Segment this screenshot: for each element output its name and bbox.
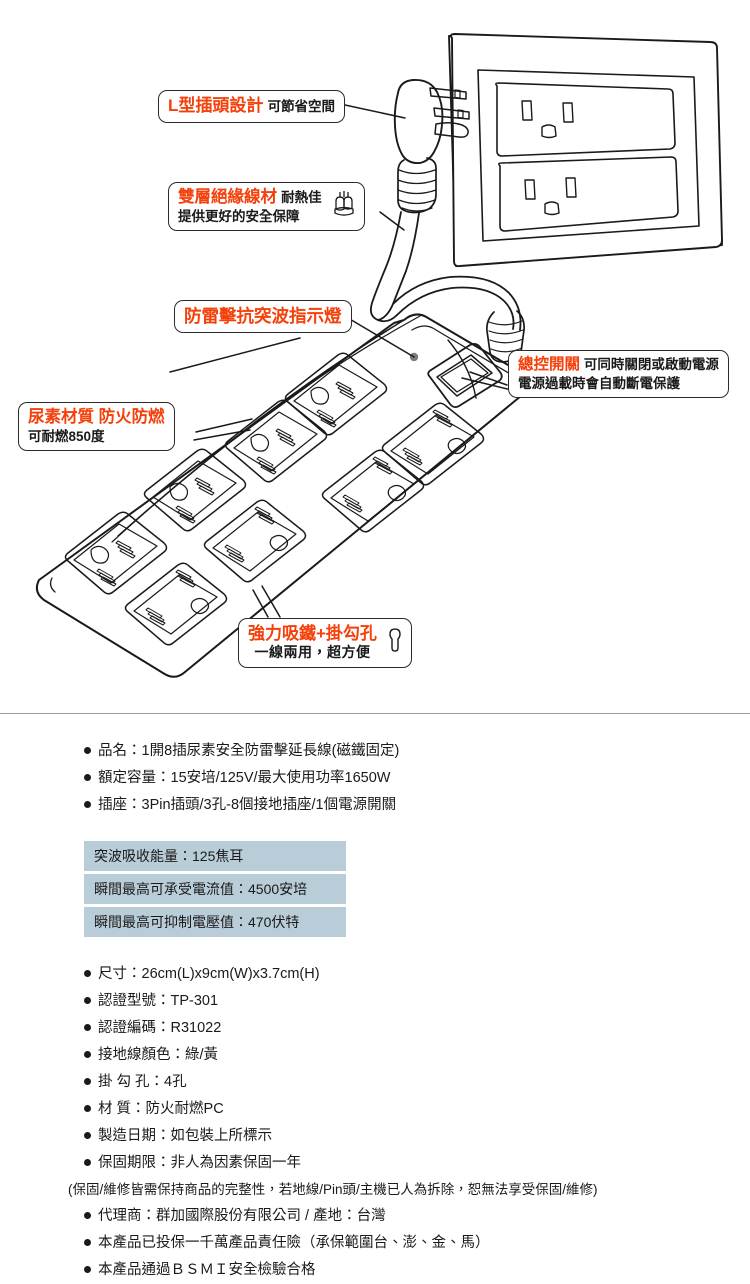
bullet-icon [84, 747, 91, 754]
wall-receptacle-bottom [498, 156, 679, 232]
list-item: 本產品通過ＢＳＭＩ安全檢驗合格 [84, 1257, 750, 1284]
outlet-socket [321, 449, 425, 533]
power-strip-line-drawing [35, 33, 723, 678]
table-row: 瞬間最高可抑制電壓值：470伏特 [84, 907, 346, 937]
callout-insulation-accent: 雙層絕緣線材 [178, 188, 277, 206]
outlet-socket [203, 499, 307, 583]
list-item: 插座：3Pin插頭/3孔-8個接地插座/1個電源開關 [84, 792, 750, 819]
bullet-icon [84, 1239, 91, 1246]
bullet-icon [84, 801, 91, 808]
bullet-icon [84, 1024, 91, 1031]
callout-l-plug-plain: 可節省空間 [267, 99, 336, 114]
outlet-group-upper [224, 352, 485, 533]
spec-text: 接地線顏色：綠/黃 [98, 1047, 219, 1063]
callout-magnet-hook: 強力吸鐵+掛勾孔 一線兩用，超方便 [238, 618, 412, 669]
callout-material: 尿素材質 防火防燃 可耐燃850度 [18, 402, 175, 451]
specification-panel: 品名：1開8插尿素安全防雷擊延長線(磁鐵固定) 額定容量：15安培/125V/最… [0, 714, 750, 1284]
spec-text: 材 質：防火耐燃PC [98, 1101, 224, 1117]
bullet-icon [84, 997, 91, 1004]
power-cable [369, 211, 525, 363]
footer-spec-list: 代理商：群加國際股份有限公司 / 產地：台灣 本產品已投保一千萬產品責任險（承保… [0, 1203, 750, 1284]
spec-text: 額定容量：15安培/125V/最大使用功率1650W [98, 770, 391, 786]
outlet-socket [284, 352, 388, 436]
bullet-icon [84, 1051, 91, 1058]
list-item: 品名：1開8插尿素安全防雷擊延長線(磁鐵固定) [84, 738, 750, 765]
callout-master-switch: 總控開關 可同時關閉或啟動電源 電源過載時會自動斷電保護 [508, 350, 729, 398]
spec-text: 掛 勾 孔：4孔 [98, 1074, 187, 1090]
spec-text: 代理商：群加國際股份有限公司 / 產地：台灣 [98, 1208, 386, 1224]
list-item: 材 質：防火耐燃PC [84, 1096, 750, 1123]
bullet-icon [84, 774, 91, 781]
detail-spec-list: 尺寸：26cm(L)x9cm(W)x3.7cm(H) 認證型號：TP-301 認… [0, 961, 750, 1177]
wall-outlet-plate [448, 33, 723, 268]
callout-insulation-plain: 耐熱佳 [281, 190, 322, 205]
callout-magnet-plain: 一線兩用，超方便 [254, 644, 371, 661]
list-item: 認證型號：TP-301 [84, 988, 750, 1015]
list-item: 製造日期：如包裝上所標示 [84, 1123, 750, 1150]
list-item: 保固期限：非人為因素保固一年 [84, 1150, 750, 1177]
table-row: 瞬間最高可承受電流值：4500安培 [84, 874, 346, 904]
power-strip-body [35, 313, 530, 678]
callout-material-plain: 可耐燃850度 [28, 428, 105, 444]
callout-master-switch-plain: 可同時關閉或啟動電源 [583, 357, 719, 372]
spec-text: 尺寸：26cm(L)x9cm(W)x3.7cm(H) [98, 966, 320, 982]
callout-l-plug: L型插頭設計 可節省空間 [158, 90, 346, 123]
list-item: 接地線顏色：綠/黃 [84, 1042, 750, 1069]
bullet-icon [84, 1132, 91, 1139]
list-item: 代理商：群加國際股份有限公司 / 產地：台灣 [84, 1203, 750, 1230]
callout-master-switch-accent: 總控開關 [518, 356, 581, 373]
cable-cross-section-icon [331, 188, 357, 224]
outlet-socket [224, 399, 328, 483]
callout-surge-indicator: 防雷擊抗突波指示燈 [174, 300, 352, 334]
callout-surge-accent: 防雷擊抗突波指示燈 [184, 306, 342, 326]
bullet-icon [84, 970, 91, 977]
outlet-group-lower [64, 448, 307, 646]
bullet-icon [84, 1266, 91, 1273]
bullet-icon [84, 1105, 91, 1112]
list-item: 尺寸：26cm(L)x9cm(W)x3.7cm(H) [84, 961, 750, 988]
spec-text: 本產品通過ＢＳＭＩ安全檢驗合格 [98, 1262, 316, 1278]
primary-spec-list: 品名：1開8插尿素安全防雷擊延長線(磁鐵固定) 額定容量：15安培/125V/最… [0, 738, 750, 819]
spec-text: 插座：3Pin插頭/3孔-8個接地插座/1個電源開關 [98, 797, 397, 813]
callout-l-plug-accent: L型插頭設計 [168, 96, 264, 115]
bullet-icon [84, 1078, 91, 1085]
callout-insulation-line2: 提供更好的安全保障 [178, 208, 300, 224]
bullet-icon [84, 1159, 91, 1166]
spec-text: 製造日期：如包裝上所標示 [98, 1128, 272, 1144]
outlet-socket [143, 448, 247, 532]
keyhole-icon [386, 625, 404, 661]
list-item: 認證編碼：R31022 [84, 1015, 750, 1042]
callout-material-accent: 尿素材質 防火防燃 [28, 408, 165, 426]
outlet-socket [381, 402, 485, 486]
spec-text: 品名：1開8插尿素安全防雷擊延長線(磁鐵固定) [98, 743, 400, 759]
bullet-icon [84, 1212, 91, 1219]
table-row: 突波吸收能量：125焦耳 [84, 841, 346, 871]
callout-insulation: 雙層絕緣線材 耐熱佳 提供更好的安全保障 [168, 182, 365, 231]
callout-magnet-accent: 強力吸鐵+掛勾孔 [248, 624, 377, 643]
spec-text: 認證編碼：R31022 [98, 1020, 222, 1036]
callout-master-switch-line2: 電源過載時會自動斷電保護 [518, 375, 680, 391]
outlet-socket [124, 562, 228, 646]
master-switch[interactable] [427, 342, 503, 409]
section-divider [0, 713, 750, 714]
l-shaped-plug [393, 79, 470, 214]
list-item: 掛 勾 孔：4孔 [84, 1069, 750, 1096]
surge-protection-table: 突波吸收能量：125焦耳 瞬間最高可承受電流值：4500安培 瞬間最高可抑制電壓… [84, 841, 346, 937]
list-item: 額定容量：15安培/125V/最大使用功率1650W [84, 765, 750, 792]
spec-text: 認證型號：TP-301 [98, 993, 219, 1009]
spec-text: 保固期限：非人為因素保固一年 [98, 1155, 301, 1171]
product-illustration-panel: L型插頭設計 可節省空間 雙層絕緣線材 耐熱佳 提供更好的安全保障 防雷擊抗突波… [18, 33, 729, 678]
spec-text: 本產品已投保一千萬產品責任險（承保範圍台、澎、金、馬） [98, 1235, 490, 1251]
list-item: 本產品已投保一千萬產品責任險（承保範圍台、澎、金、馬） [84, 1230, 750, 1257]
wall-receptacle-top [495, 82, 676, 157]
warranty-note: (保固/維修皆需保持商品的完整性，若地線/Pin頭/主機已人為拆除，恕無法享受保… [68, 1182, 598, 1197]
outlet-socket [64, 511, 168, 595]
